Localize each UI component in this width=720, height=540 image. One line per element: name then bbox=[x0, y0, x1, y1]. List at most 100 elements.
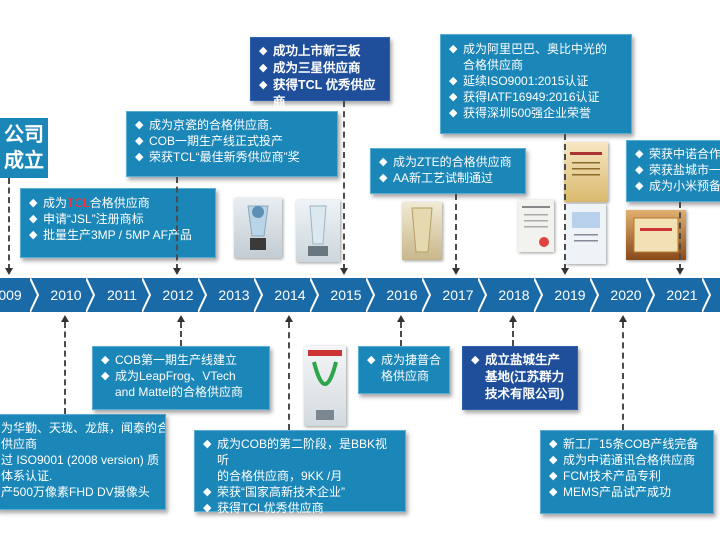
connector-2021-top bbox=[679, 202, 681, 270]
milestone-item: ◆AA新工艺试制通过 bbox=[379, 171, 494, 185]
diamond-bullet-icon: ◆ bbox=[635, 180, 644, 192]
timeline-year-2014: 2014 bbox=[274, 287, 306, 303]
milestone-box-2018-bottom: ◆成立盐城生产基地(江苏群力技术有限公司) bbox=[462, 346, 578, 410]
diamond-bullet-icon: ◆ bbox=[203, 486, 212, 498]
diamond-bullet-icon: ◆ bbox=[101, 370, 110, 382]
arrowhead-icon bbox=[452, 268, 460, 275]
diamond-bullet-icon: ◆ bbox=[471, 354, 480, 366]
trophy-photo-2013 bbox=[234, 198, 282, 258]
timeline-year-2010: 2010 bbox=[50, 287, 82, 303]
chevron-separator-icon bbox=[533, 277, 544, 313]
diamond-bullet-icon: ◆ bbox=[379, 156, 388, 168]
milestone-box-2014-bottom: ◆成为COB的第二阶段，是BBK视听的合格供应商，9KK /月 ◆荣获“国家高新… bbox=[194, 430, 406, 515]
timeline-year-2021: 2021 bbox=[666, 287, 698, 303]
diamond-bullet-icon: ◆ bbox=[203, 438, 212, 450]
milestone-item: ◆获得TCL优秀供应商 bbox=[203, 501, 324, 515]
award-plaque-icon bbox=[633, 217, 679, 253]
trophy-photo-2014 bbox=[296, 200, 340, 262]
milestone-line: 供应商 bbox=[1, 437, 38, 451]
milestone-item: ◆申请“JSL”注册商标 bbox=[29, 212, 144, 226]
diamond-bullet-icon: ◆ bbox=[367, 354, 376, 366]
arrowhead-up-icon bbox=[177, 315, 185, 322]
tcl-highlight: TCL bbox=[67, 196, 90, 210]
timeline-year-2020: 2020 bbox=[610, 287, 642, 303]
arrowhead-icon bbox=[173, 268, 181, 275]
diamond-bullet-icon: ◆ bbox=[549, 486, 558, 498]
timeline-year-2016: 2016 bbox=[386, 287, 418, 303]
diamond-bullet-icon: ◆ bbox=[135, 135, 144, 147]
milestone-item: ◆获得TCL 优秀供应商 bbox=[259, 78, 376, 109]
certificate-icon bbox=[570, 152, 602, 176]
diamond-bullet-icon: ◆ bbox=[549, 438, 558, 450]
milestone-item: ◆延续ISO9001:2015认证 bbox=[449, 74, 589, 88]
diamond-bullet-icon: ◆ bbox=[29, 213, 38, 225]
milestone-item: ◆荣获TCL“最佳新秀供应商”奖 bbox=[135, 150, 300, 164]
connector-2017-top bbox=[455, 194, 457, 270]
arrowhead-up-icon bbox=[61, 315, 69, 322]
milestone-box-2020-bottom: ◆新工厂15条COB产线完备 ◆成为中诺通讯合格供应商 ◆FCM技术产品专利 ◆… bbox=[540, 430, 714, 514]
timeline-year-2017: 2017 bbox=[442, 287, 474, 303]
milestone-box-2012-top: ◆成为京瓷的合格供应商. ◆COB一期生产线正式投产 ◆荣获TCL“最佳新秀供应… bbox=[126, 111, 338, 177]
arrowhead-up-icon bbox=[619, 315, 627, 322]
diamond-bullet-icon: ◆ bbox=[101, 354, 110, 366]
milestone-box-2019-top: ◆成为阿里巴巴、奥比中光的合格供应商 ◆延续ISO9001:2015认证 ◆获得… bbox=[440, 34, 632, 134]
milestone-item: ◆成功上市新三板 bbox=[259, 44, 361, 58]
milestone-item: ◆批量生产3MP / 5MP AF产品 bbox=[29, 228, 192, 242]
diamond-bullet-icon: ◆ bbox=[135, 151, 144, 163]
connector-2016-bottom bbox=[400, 322, 402, 346]
trophy-icon bbox=[247, 205, 269, 250]
connector-2012-top bbox=[176, 177, 178, 270]
trophy-icon bbox=[308, 205, 328, 256]
milestone-item: ◆成为三星供应商 bbox=[259, 61, 361, 75]
diamond-bullet-icon: ◆ bbox=[203, 502, 212, 514]
chevron-separator-icon bbox=[309, 277, 320, 313]
diamond-bullet-icon: ◆ bbox=[449, 43, 458, 55]
company-founded-line2: 成立 bbox=[4, 150, 44, 172]
certificate-icon bbox=[522, 206, 550, 247]
timeline-year-2012: 2012 bbox=[162, 287, 194, 303]
milestone-item: ◆成为TCL合格供应商 bbox=[29, 196, 150, 210]
connector-2018-bottom bbox=[512, 322, 514, 346]
milestone-item: ◆荣获中诺合作 bbox=[635, 147, 720, 161]
milestone-line: 体系认证. bbox=[1, 469, 53, 483]
arrowhead-icon bbox=[5, 268, 13, 275]
milestone-line: 为华勤、天珑、龙旗，闻泰的合 bbox=[1, 421, 166, 435]
connector-2009 bbox=[8, 178, 10, 270]
certificate-icon bbox=[572, 212, 600, 242]
arrowhead-up-icon bbox=[397, 315, 405, 322]
chevron-separator-icon bbox=[589, 277, 600, 313]
milestone-item: ◆成为京瓷的合格供应商. bbox=[135, 118, 273, 132]
trophy-icon bbox=[308, 350, 342, 420]
milestone-item: ◆成为捷普合格供应商 bbox=[367, 353, 442, 383]
arrowhead-up-icon bbox=[285, 315, 293, 322]
chevron-separator-icon bbox=[141, 277, 152, 313]
trophy-photo-bottom-2014 bbox=[304, 346, 346, 426]
arrowhead-icon bbox=[561, 268, 569, 275]
connector-2014-bottom bbox=[288, 322, 290, 430]
diamond-bullet-icon: ◆ bbox=[259, 79, 268, 91]
chevron-separator-icon bbox=[85, 277, 96, 313]
chevron-separator-icon bbox=[701, 277, 712, 313]
arrowhead-icon bbox=[340, 268, 348, 275]
milestone-item: ◆FCM技术产品专利 bbox=[549, 469, 661, 483]
trophy-photo-2017 bbox=[402, 202, 442, 260]
chevron-separator-icon bbox=[421, 277, 432, 313]
diamond-bullet-icon: ◆ bbox=[29, 229, 38, 241]
milestone-line: 产500万像素FHD DV摄像头 bbox=[1, 485, 150, 499]
diamond-bullet-icon: ◆ bbox=[259, 45, 268, 57]
diamond-bullet-icon: ◆ bbox=[549, 470, 558, 482]
milestone-item: ◆荣获“国家高新技术企业” bbox=[203, 485, 345, 499]
diamond-bullet-icon: ◆ bbox=[549, 454, 558, 466]
company-founded-box: 公司 成立 bbox=[0, 118, 48, 178]
timeline-year-2015: 2015 bbox=[330, 287, 362, 303]
diamond-bullet-icon: ◆ bbox=[259, 62, 268, 74]
milestone-item: ◆成为阿里巴巴、奥比中光的合格供应商 bbox=[449, 42, 608, 72]
milestone-item: ◆成立盐城生产基地(江苏群力技术有限公司) bbox=[471, 353, 565, 401]
timeline-band bbox=[0, 278, 720, 312]
milestone-item: ◆MEMS产品试产成功 bbox=[549, 485, 672, 499]
milestone-item: ◆成为中诺通讯合格供应商 bbox=[549, 453, 696, 467]
milestone-item: ◆成为COB的第二阶段，是BBK视听的合格供应商，9KK /月 bbox=[203, 437, 388, 483]
milestone-box-2015-top: ◆成功上市新三板 ◆成为三星供应商 ◆获得TCL 优秀供应商 bbox=[250, 37, 390, 109]
